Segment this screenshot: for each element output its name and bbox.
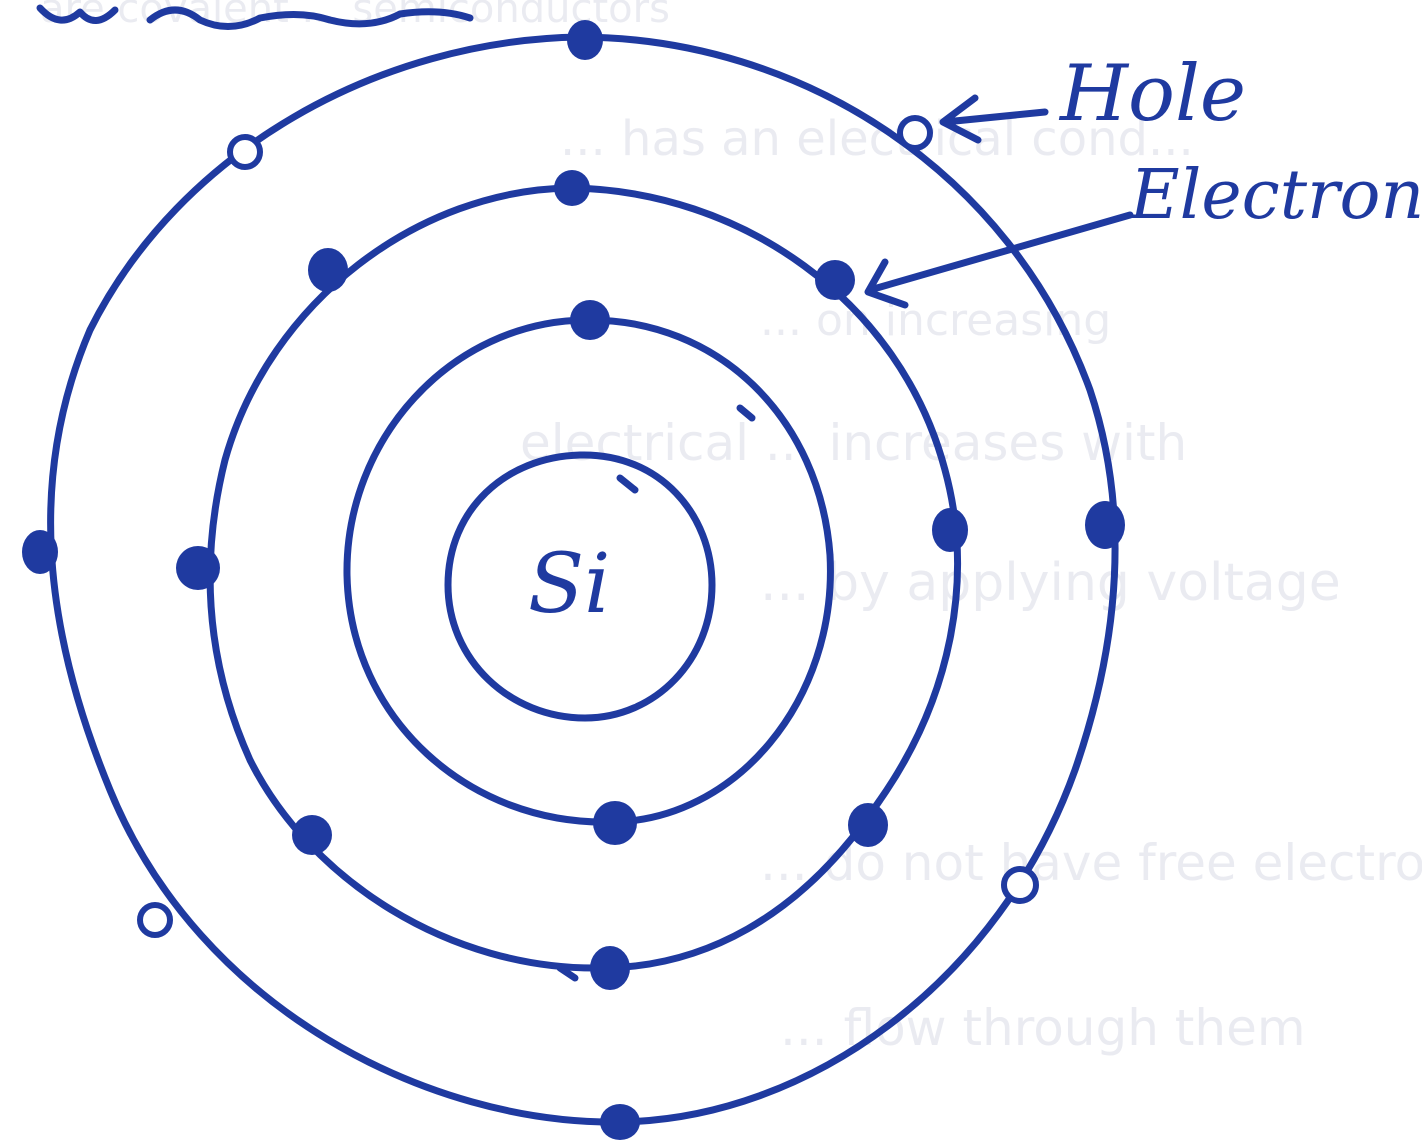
electron bbox=[593, 801, 637, 845]
holes bbox=[140, 118, 1036, 935]
orbit-arrow-mark bbox=[620, 478, 635, 490]
electron bbox=[590, 946, 630, 990]
electron bbox=[176, 546, 220, 590]
hole bbox=[900, 118, 930, 148]
electron bbox=[567, 20, 603, 60]
electron bbox=[815, 260, 855, 300]
electron bbox=[932, 508, 968, 552]
nucleus-label: Si bbox=[528, 537, 610, 632]
hole bbox=[230, 137, 260, 167]
electron bbox=[848, 803, 888, 847]
electron bbox=[22, 530, 58, 574]
hole-label: Hole bbox=[1058, 49, 1246, 139]
electron bbox=[292, 815, 332, 855]
electron bbox=[570, 300, 610, 340]
electron bbox=[600, 1104, 640, 1140]
electron bbox=[308, 248, 348, 292]
electron bbox=[1085, 501, 1125, 549]
hole bbox=[140, 905, 170, 935]
electron-label: Electron bbox=[1128, 156, 1422, 235]
ghost-line: ... by applying voltage bbox=[760, 553, 1341, 613]
electron bbox=[554, 170, 590, 206]
hole bbox=[1004, 869, 1036, 901]
